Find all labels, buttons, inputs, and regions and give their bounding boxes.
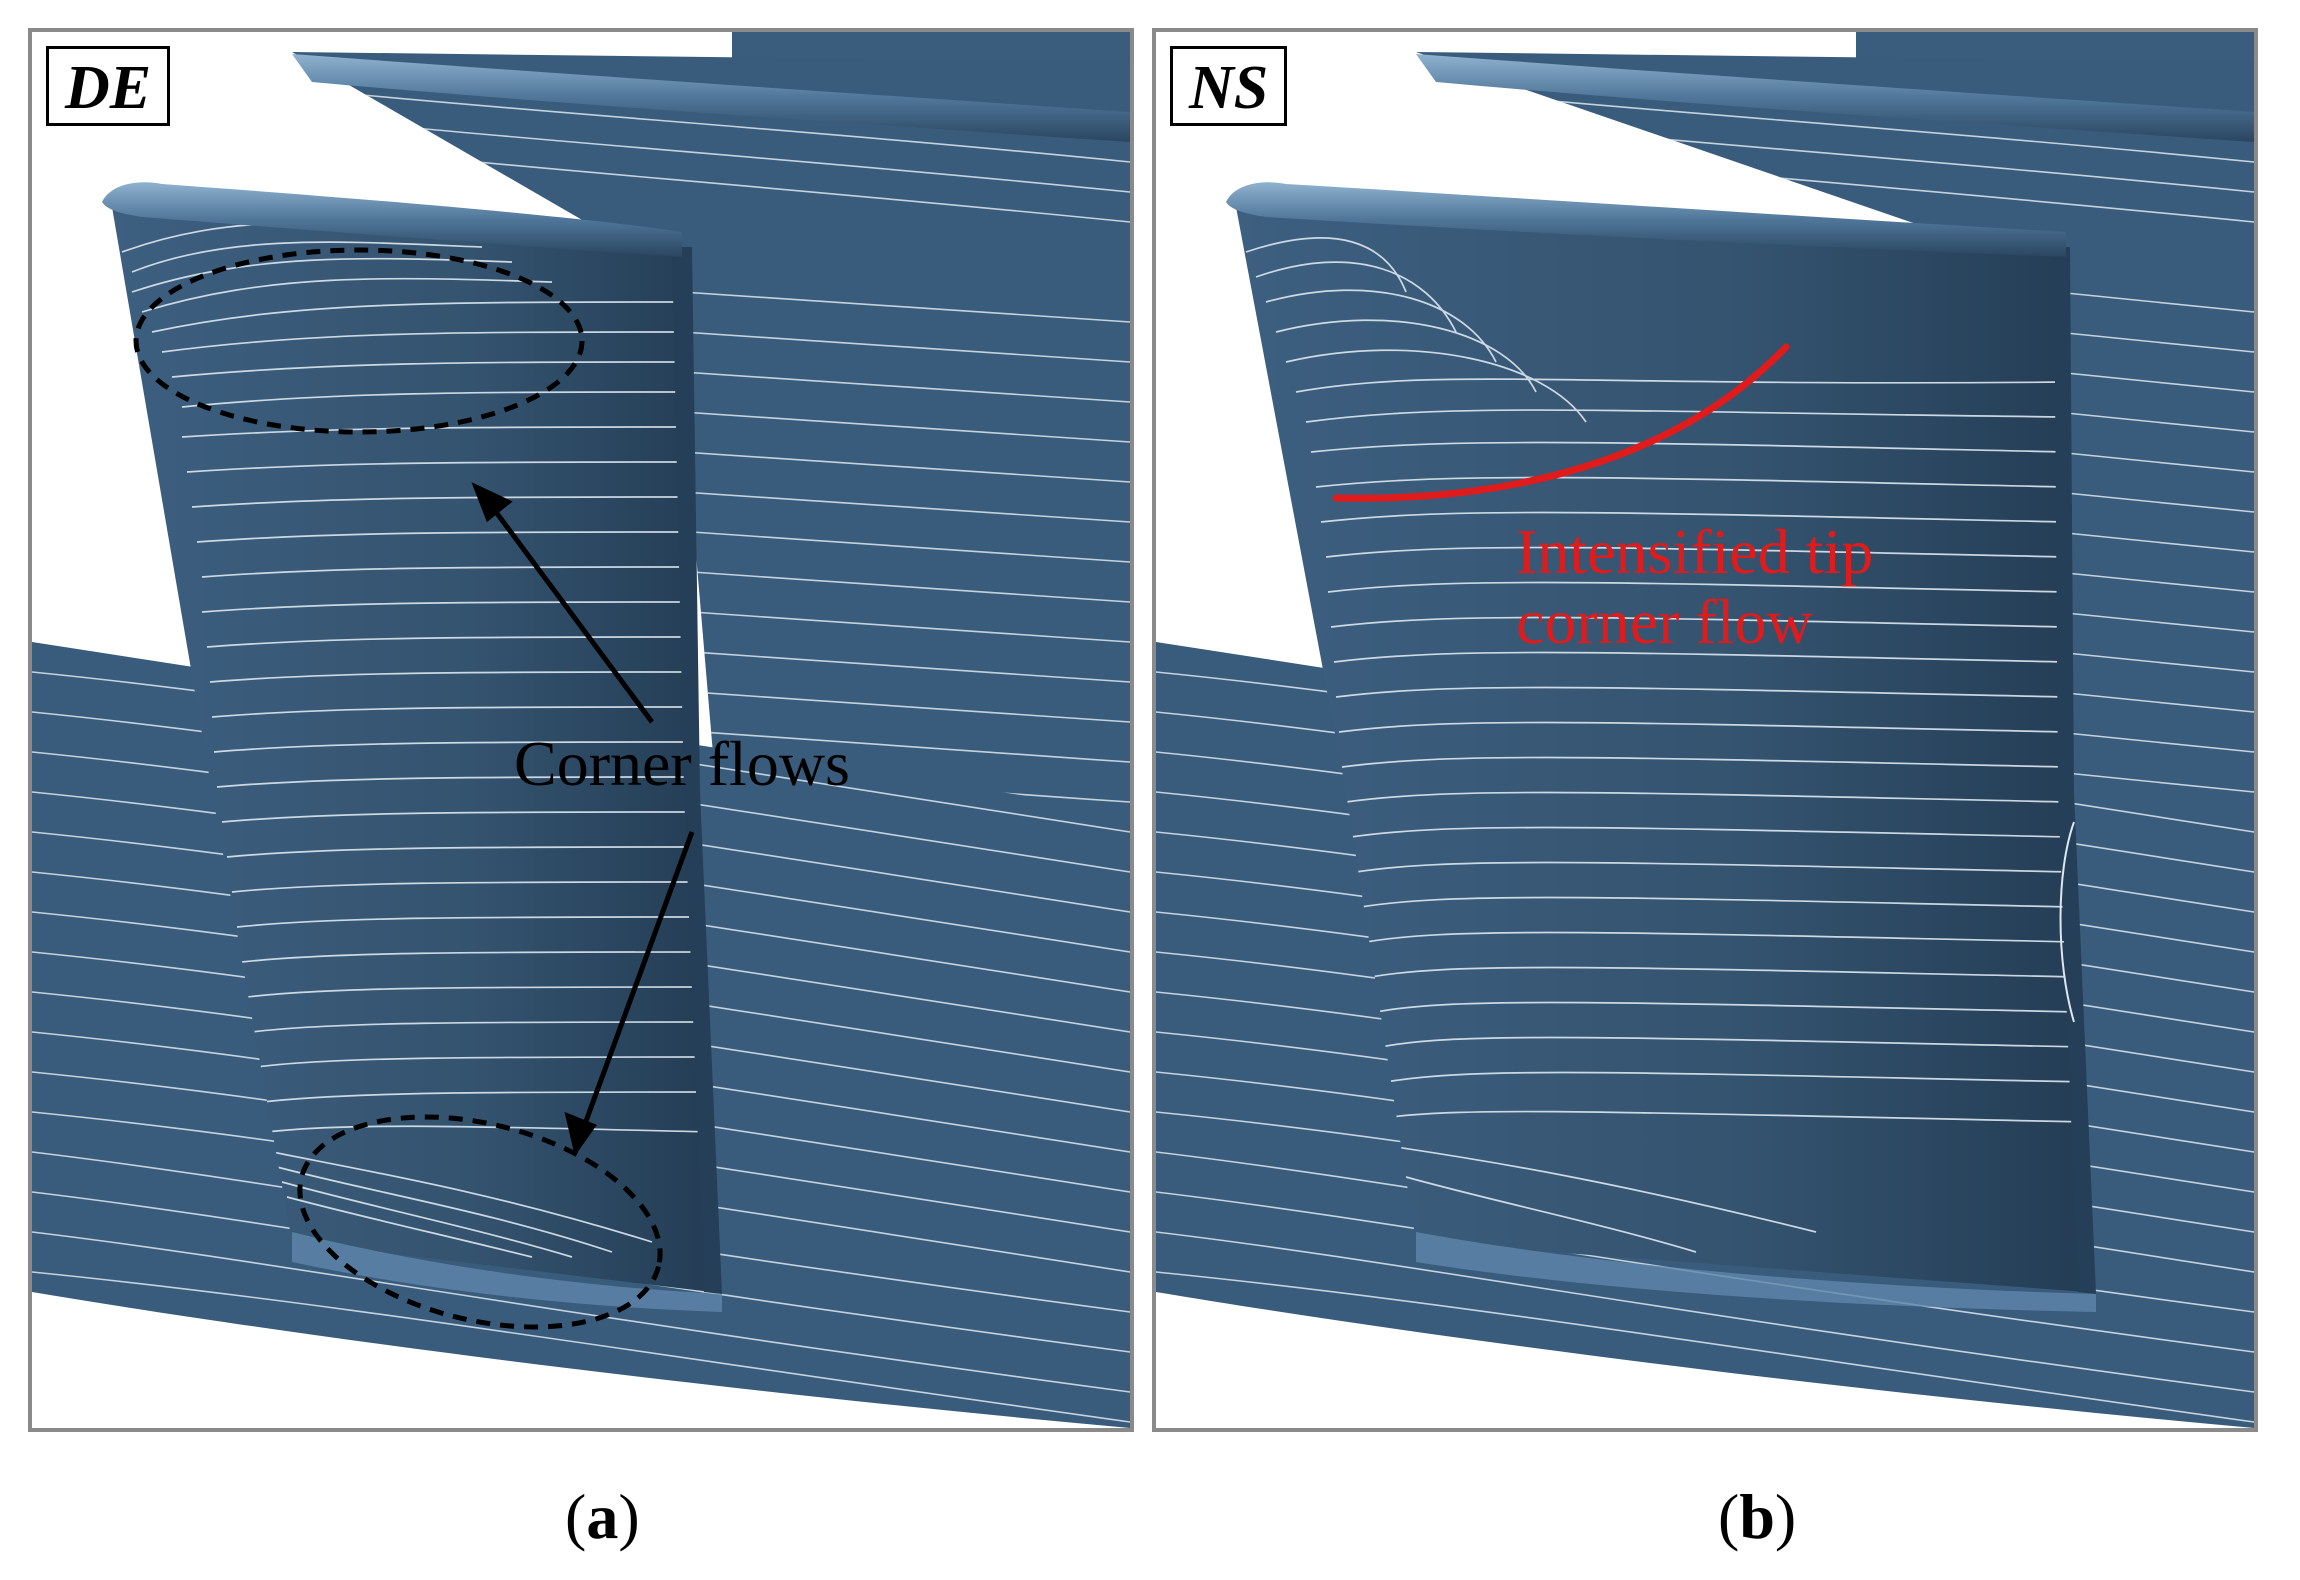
main-blade-trailing-edge [672,247,722,1294]
background-blade-tip [1416,54,2254,142]
main-blade-tip [1226,182,2066,257]
tip-annotation-line-2: corner flow [1516,586,1813,658]
main-blade-root-fillet [1416,1232,2096,1312]
blade-streamline-render-b [1156,32,2254,1428]
caption-a-letter: a [586,1481,619,1552]
hub-corner-flow-ellipse [297,1114,663,1330]
caption-b: (b) [1718,1481,1797,1552]
main-blade-root-fillet [292,1232,722,1312]
panel-b-label: NS [1170,46,1288,126]
background-blade-tip [292,54,1130,142]
main-blade [112,207,712,1292]
tip-annotation-line-1: Intensified tip [1516,516,1874,587]
main-blade-streamlines [121,222,712,1258]
main-blade-tip [102,182,682,257]
main-blade-streamlines [1245,237,2085,1253]
tip-corner-flow-ellipse [133,247,585,435]
caption-a: (a) [565,1481,640,1552]
main-blade-trailing-edge [2054,247,2096,1294]
annotation-arrows [471,482,695,1156]
separation-line [2059,821,2075,1023]
panel-a: DE Corner flows [28,28,1134,1432]
caption-b-letter: b [1739,1481,1775,1552]
panel-b: NS Intensified tip corner flow [1152,28,2258,1432]
blade-streamline-render-a [32,32,1130,1428]
panel-a-label: DE [46,46,171,126]
tip-corner-flow-highlight [1332,343,1790,502]
corner-flows-annotation: Corner flows [514,728,850,799]
tip-corner-flow-annotation: Intensified tip corner flow [1516,516,1874,658]
